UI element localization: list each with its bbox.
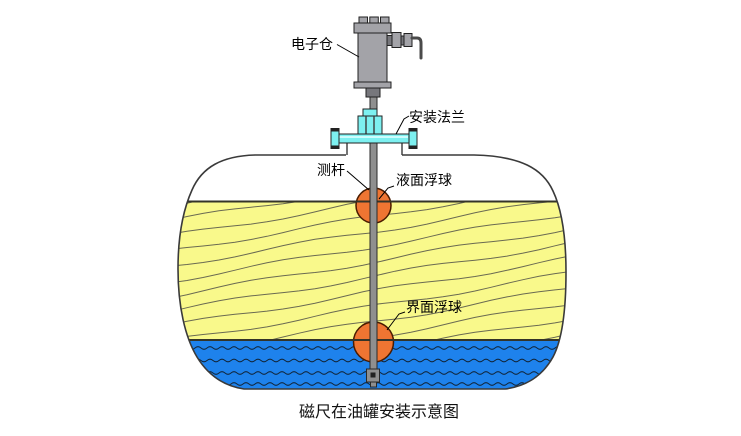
label-electronics: 电子仓 (291, 37, 333, 53)
label-flange: 安装法兰 (409, 110, 465, 126)
rod-end-nut (370, 372, 376, 378)
flange-plate (334, 133, 411, 144)
leader-interface-float (386, 311, 406, 331)
housing-base (353, 81, 392, 89)
housing-lid (353, 22, 392, 34)
label-level-float: 液面浮球 (396, 173, 452, 189)
diagram-caption: 磁尺在油罐安装示意图 (299, 402, 459, 421)
electronics-housing (353, 16, 392, 98)
label-interface-float: 界面浮球 (406, 300, 462, 316)
flange-nut (357, 115, 383, 135)
tank-outline (177, 154, 567, 390)
leader-rod (346, 170, 370, 191)
cable (410, 36, 423, 60)
rod-tip (370, 381, 377, 388)
leader-electronics (336, 44, 360, 58)
leader-level-float (378, 185, 395, 200)
label-rod: 测杆 (317, 163, 345, 179)
cable-gland (386, 32, 423, 60)
flange-bolt-right (408, 129, 418, 148)
housing-body (357, 32, 388, 83)
mounting-flange (330, 108, 418, 149)
flange-bolt-left (330, 129, 340, 148)
leader-flange (395, 115, 410, 135)
housing-neck (365, 87, 381, 98)
